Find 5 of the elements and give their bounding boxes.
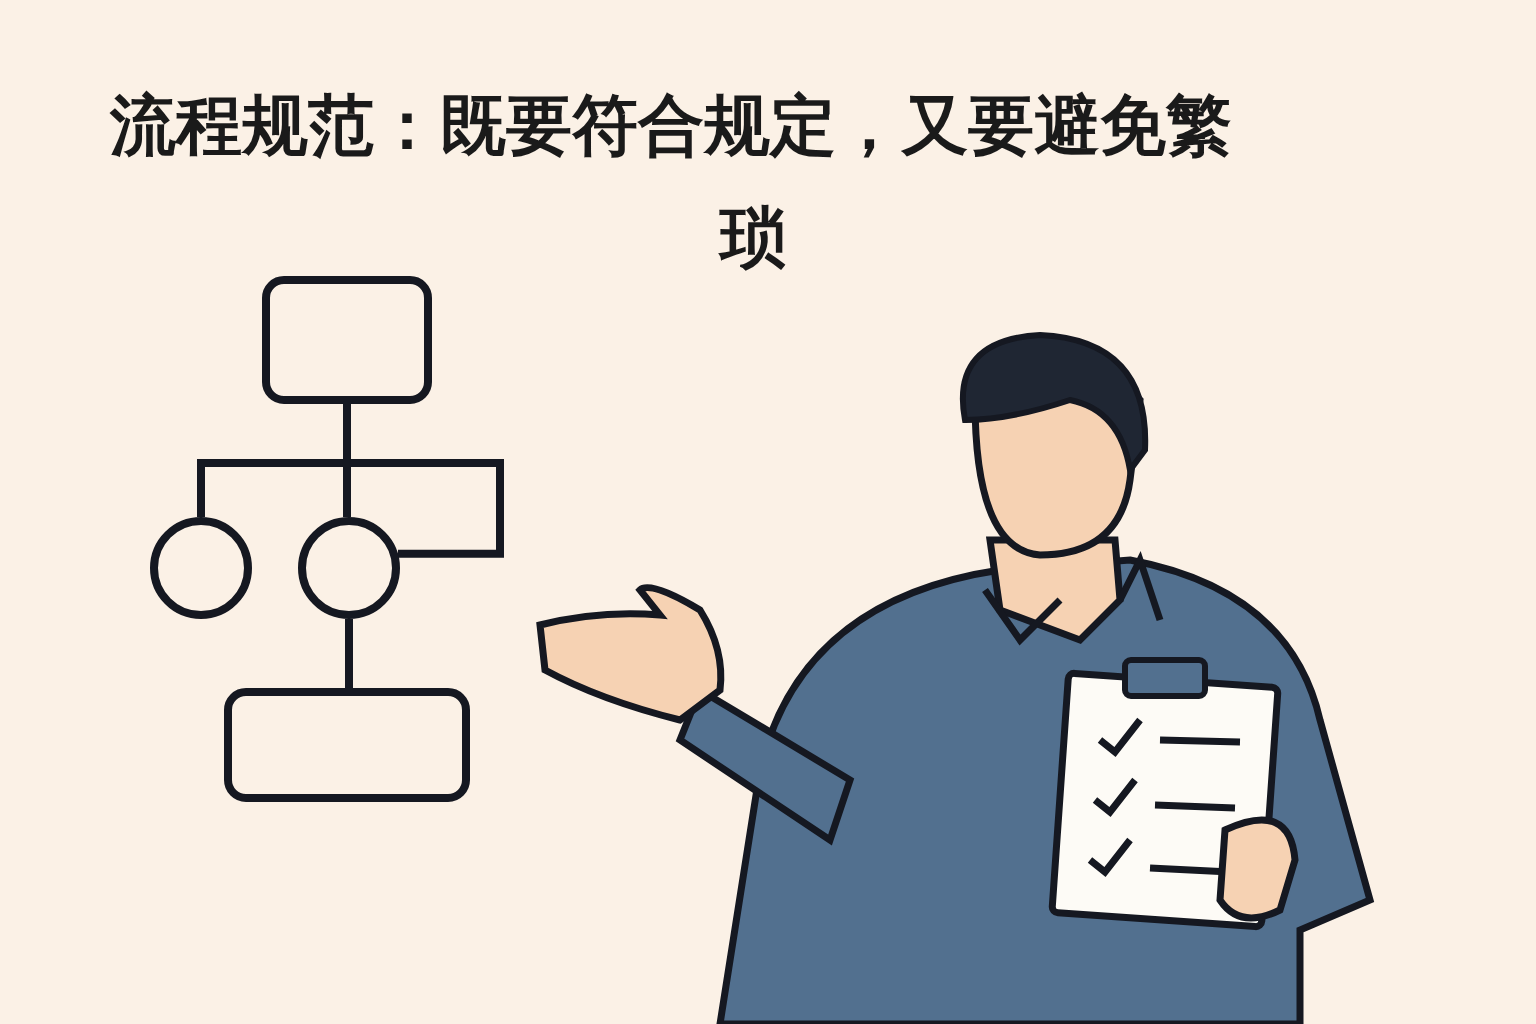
title: 流程规范：既要符合规定，又要避免繁琐 — [110, 86, 1233, 278]
process-box — [262, 276, 432, 404]
process-box — [224, 688, 470, 802]
connector-circle — [298, 517, 400, 619]
connector-circle — [150, 517, 252, 619]
